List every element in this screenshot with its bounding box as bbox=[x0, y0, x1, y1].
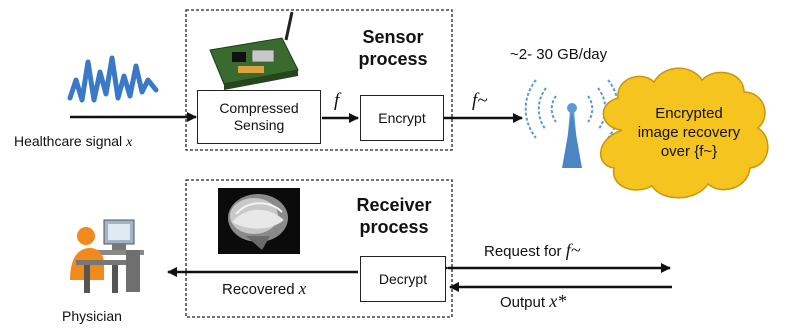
cloud-line3: over {f~} bbox=[660, 143, 718, 160]
cs-line2: Sensing bbox=[233, 117, 285, 133]
sensor-process-title: Sensor process bbox=[348, 26, 438, 70]
signal-label-text: Healthcare signal bbox=[14, 133, 123, 149]
physician-label: Physician bbox=[62, 308, 122, 324]
sensor-title-line2: process bbox=[358, 49, 428, 69]
recovered-label: Recovered x bbox=[222, 279, 306, 299]
data-rate-label: ~2- 30 GB/day bbox=[510, 46, 608, 63]
sensor-process-frame bbox=[185, 9, 453, 151]
receiver-title-line2: process bbox=[359, 217, 429, 237]
healthcare-signal-label: Healthcare signal x bbox=[14, 133, 132, 151]
sensor-board-icon bbox=[209, 11, 299, 90]
cloud-line1: Encrypted bbox=[655, 105, 723, 122]
f-tilde-label: f~ bbox=[472, 90, 488, 111]
cloud-line2: image recovery bbox=[637, 124, 741, 141]
cloud-text: Encrypted image recovery over {f~} bbox=[620, 104, 758, 161]
encrypt-box: Encrypt bbox=[360, 95, 444, 141]
output-text: Output bbox=[500, 294, 546, 311]
physician-icon bbox=[70, 219, 144, 293]
request-var: f~ bbox=[565, 240, 581, 260]
receiver-process-title: Receiver process bbox=[346, 194, 442, 238]
f-label: f bbox=[334, 90, 340, 111]
receiver-process-frame bbox=[185, 179, 453, 318]
sensor-title-line1: Sensor bbox=[362, 27, 424, 47]
decrypt-box: Decrypt bbox=[360, 256, 446, 302]
recovered-var: x bbox=[298, 279, 307, 298]
cloud-shape bbox=[599, 67, 769, 199]
encrypt-label: Encrypt bbox=[378, 109, 426, 126]
compressed-sensing-box: Compressed Sensing bbox=[197, 90, 321, 144]
request-label: Request for f~ bbox=[484, 240, 580, 261]
signal-var: x bbox=[126, 135, 133, 150]
healthcare-waveform bbox=[67, 55, 159, 103]
output-label: Output x* bbox=[500, 291, 566, 312]
decrypt-label: Decrypt bbox=[378, 270, 428, 287]
recovered-text: Recovered bbox=[222, 281, 295, 298]
cs-line1: Compressed bbox=[219, 100, 299, 116]
request-text: Request for bbox=[484, 243, 562, 260]
mri-image bbox=[218, 188, 300, 254]
receiver-title-line1: Receiver bbox=[356, 195, 432, 215]
output-var: x* bbox=[549, 291, 567, 311]
